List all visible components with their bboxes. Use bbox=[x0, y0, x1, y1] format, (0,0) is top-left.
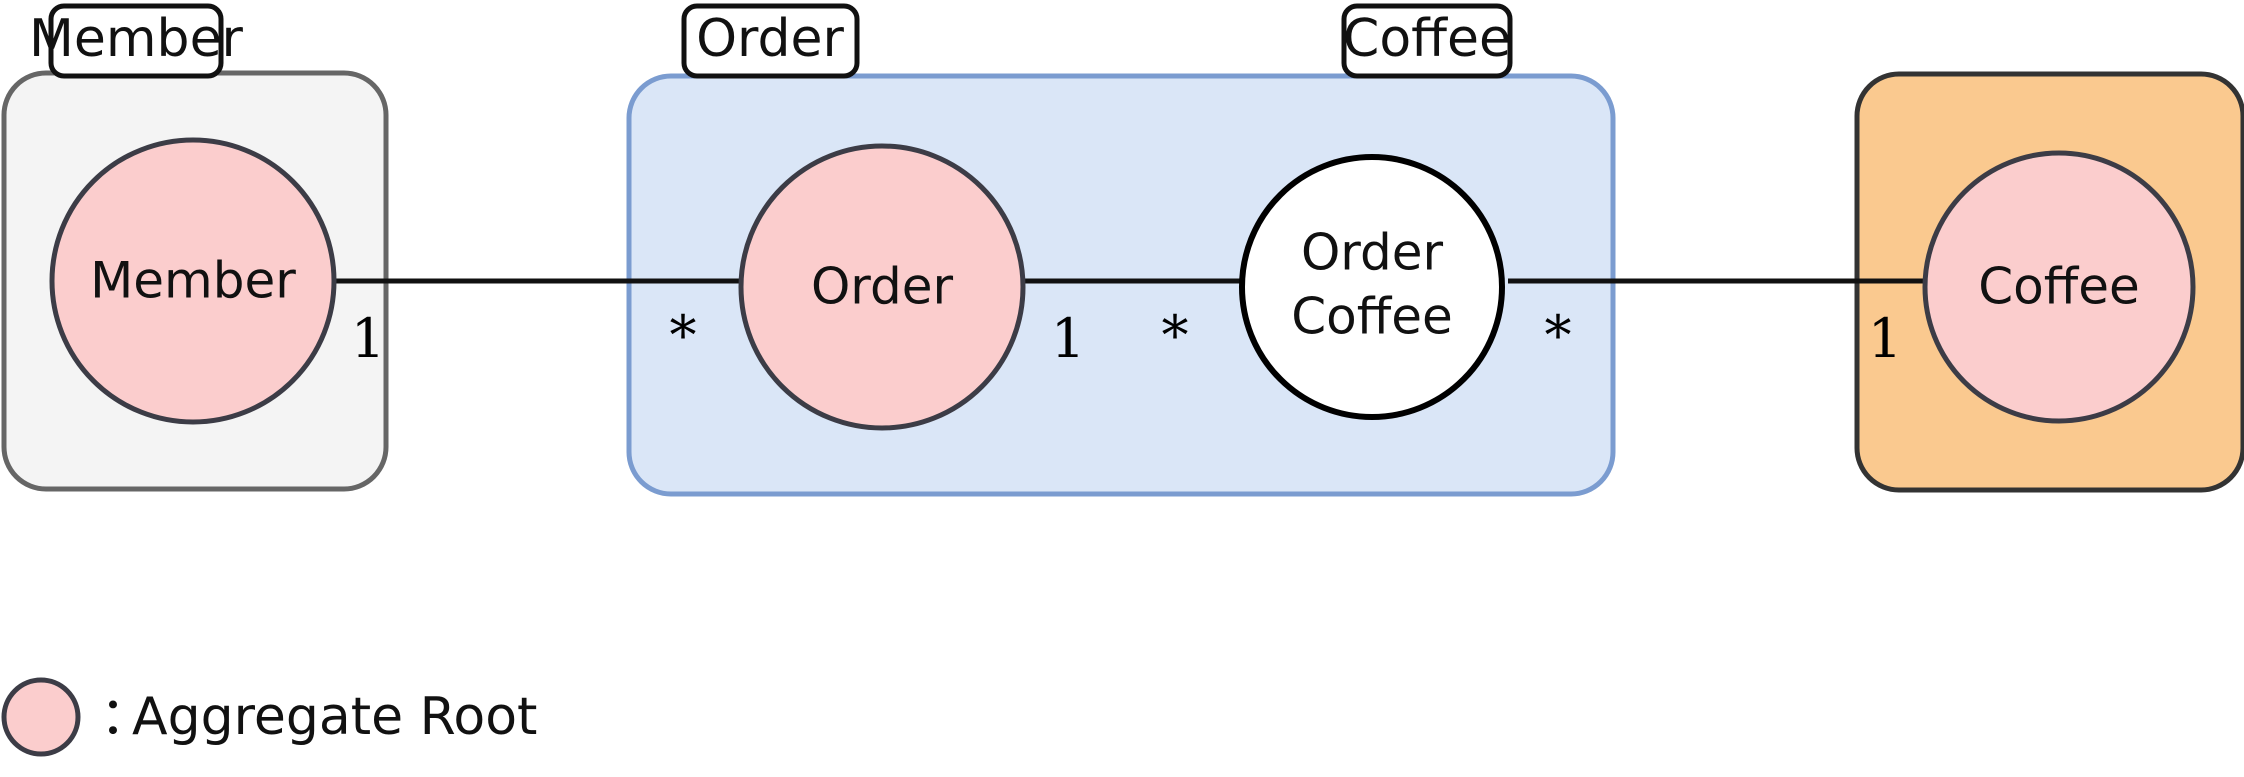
node-coffee-label: Coffee bbox=[1978, 258, 2139, 316]
multiplicity-labels: 1 * 1 * * 1 bbox=[351, 304, 1902, 370]
context-label-coffee-text: Coffee bbox=[1343, 9, 1511, 69]
legend: ： Aggregate Root bbox=[1, 677, 537, 757]
multiplicity-ordercoffee-side-to-coffee: * bbox=[1545, 304, 1572, 367]
legend-aggregate-root-label: Aggregate Root bbox=[132, 687, 537, 747]
node-order-label: Order bbox=[811, 258, 954, 316]
node-order-coffee-label-line2: Coffee bbox=[1291, 288, 1452, 346]
legend-separator: ： bbox=[100, 687, 152, 747]
multiplicity-member-side: 1 bbox=[351, 307, 385, 370]
multiplicity-order-side-to-ordercoffee: 1 bbox=[1051, 307, 1085, 370]
node-member[interactable]: Member bbox=[49, 137, 337, 425]
context-label-member[interactable]: Member bbox=[29, 3, 244, 79]
context-label-member-text: Member bbox=[29, 9, 244, 69]
context-label-coffee-box bbox=[1341, 3, 1513, 79]
node-order-coffee[interactable]: Order Coffee bbox=[1239, 154, 1505, 420]
context-label-order-box bbox=[681, 3, 860, 79]
node-order-coffee-label-line1: Order bbox=[1301, 224, 1444, 282]
multiplicity-coffee-side: 1 bbox=[1868, 307, 1902, 370]
node-member-circle bbox=[49, 137, 337, 425]
context-label-member-box bbox=[48, 3, 224, 79]
legend-aggregate-root-swatch bbox=[1, 677, 81, 757]
node-order-circle bbox=[738, 143, 1026, 431]
node-coffee-circle bbox=[1922, 150, 2196, 424]
node-coffee[interactable]: Coffee bbox=[1922, 150, 2196, 424]
node-order-coffee-circle bbox=[1239, 154, 1505, 420]
node-order[interactable]: Order bbox=[738, 143, 1026, 431]
node-member-label: Member bbox=[90, 252, 296, 310]
context-label-order-text: Order bbox=[696, 9, 844, 69]
multiplicity-order-side-from-member: * bbox=[670, 304, 697, 367]
context-label-coffee[interactable]: Coffee bbox=[1341, 3, 1513, 79]
multiplicity-ordercoffee-side-from-order: * bbox=[1162, 304, 1189, 367]
context-label-order[interactable]: Order bbox=[681, 3, 860, 79]
